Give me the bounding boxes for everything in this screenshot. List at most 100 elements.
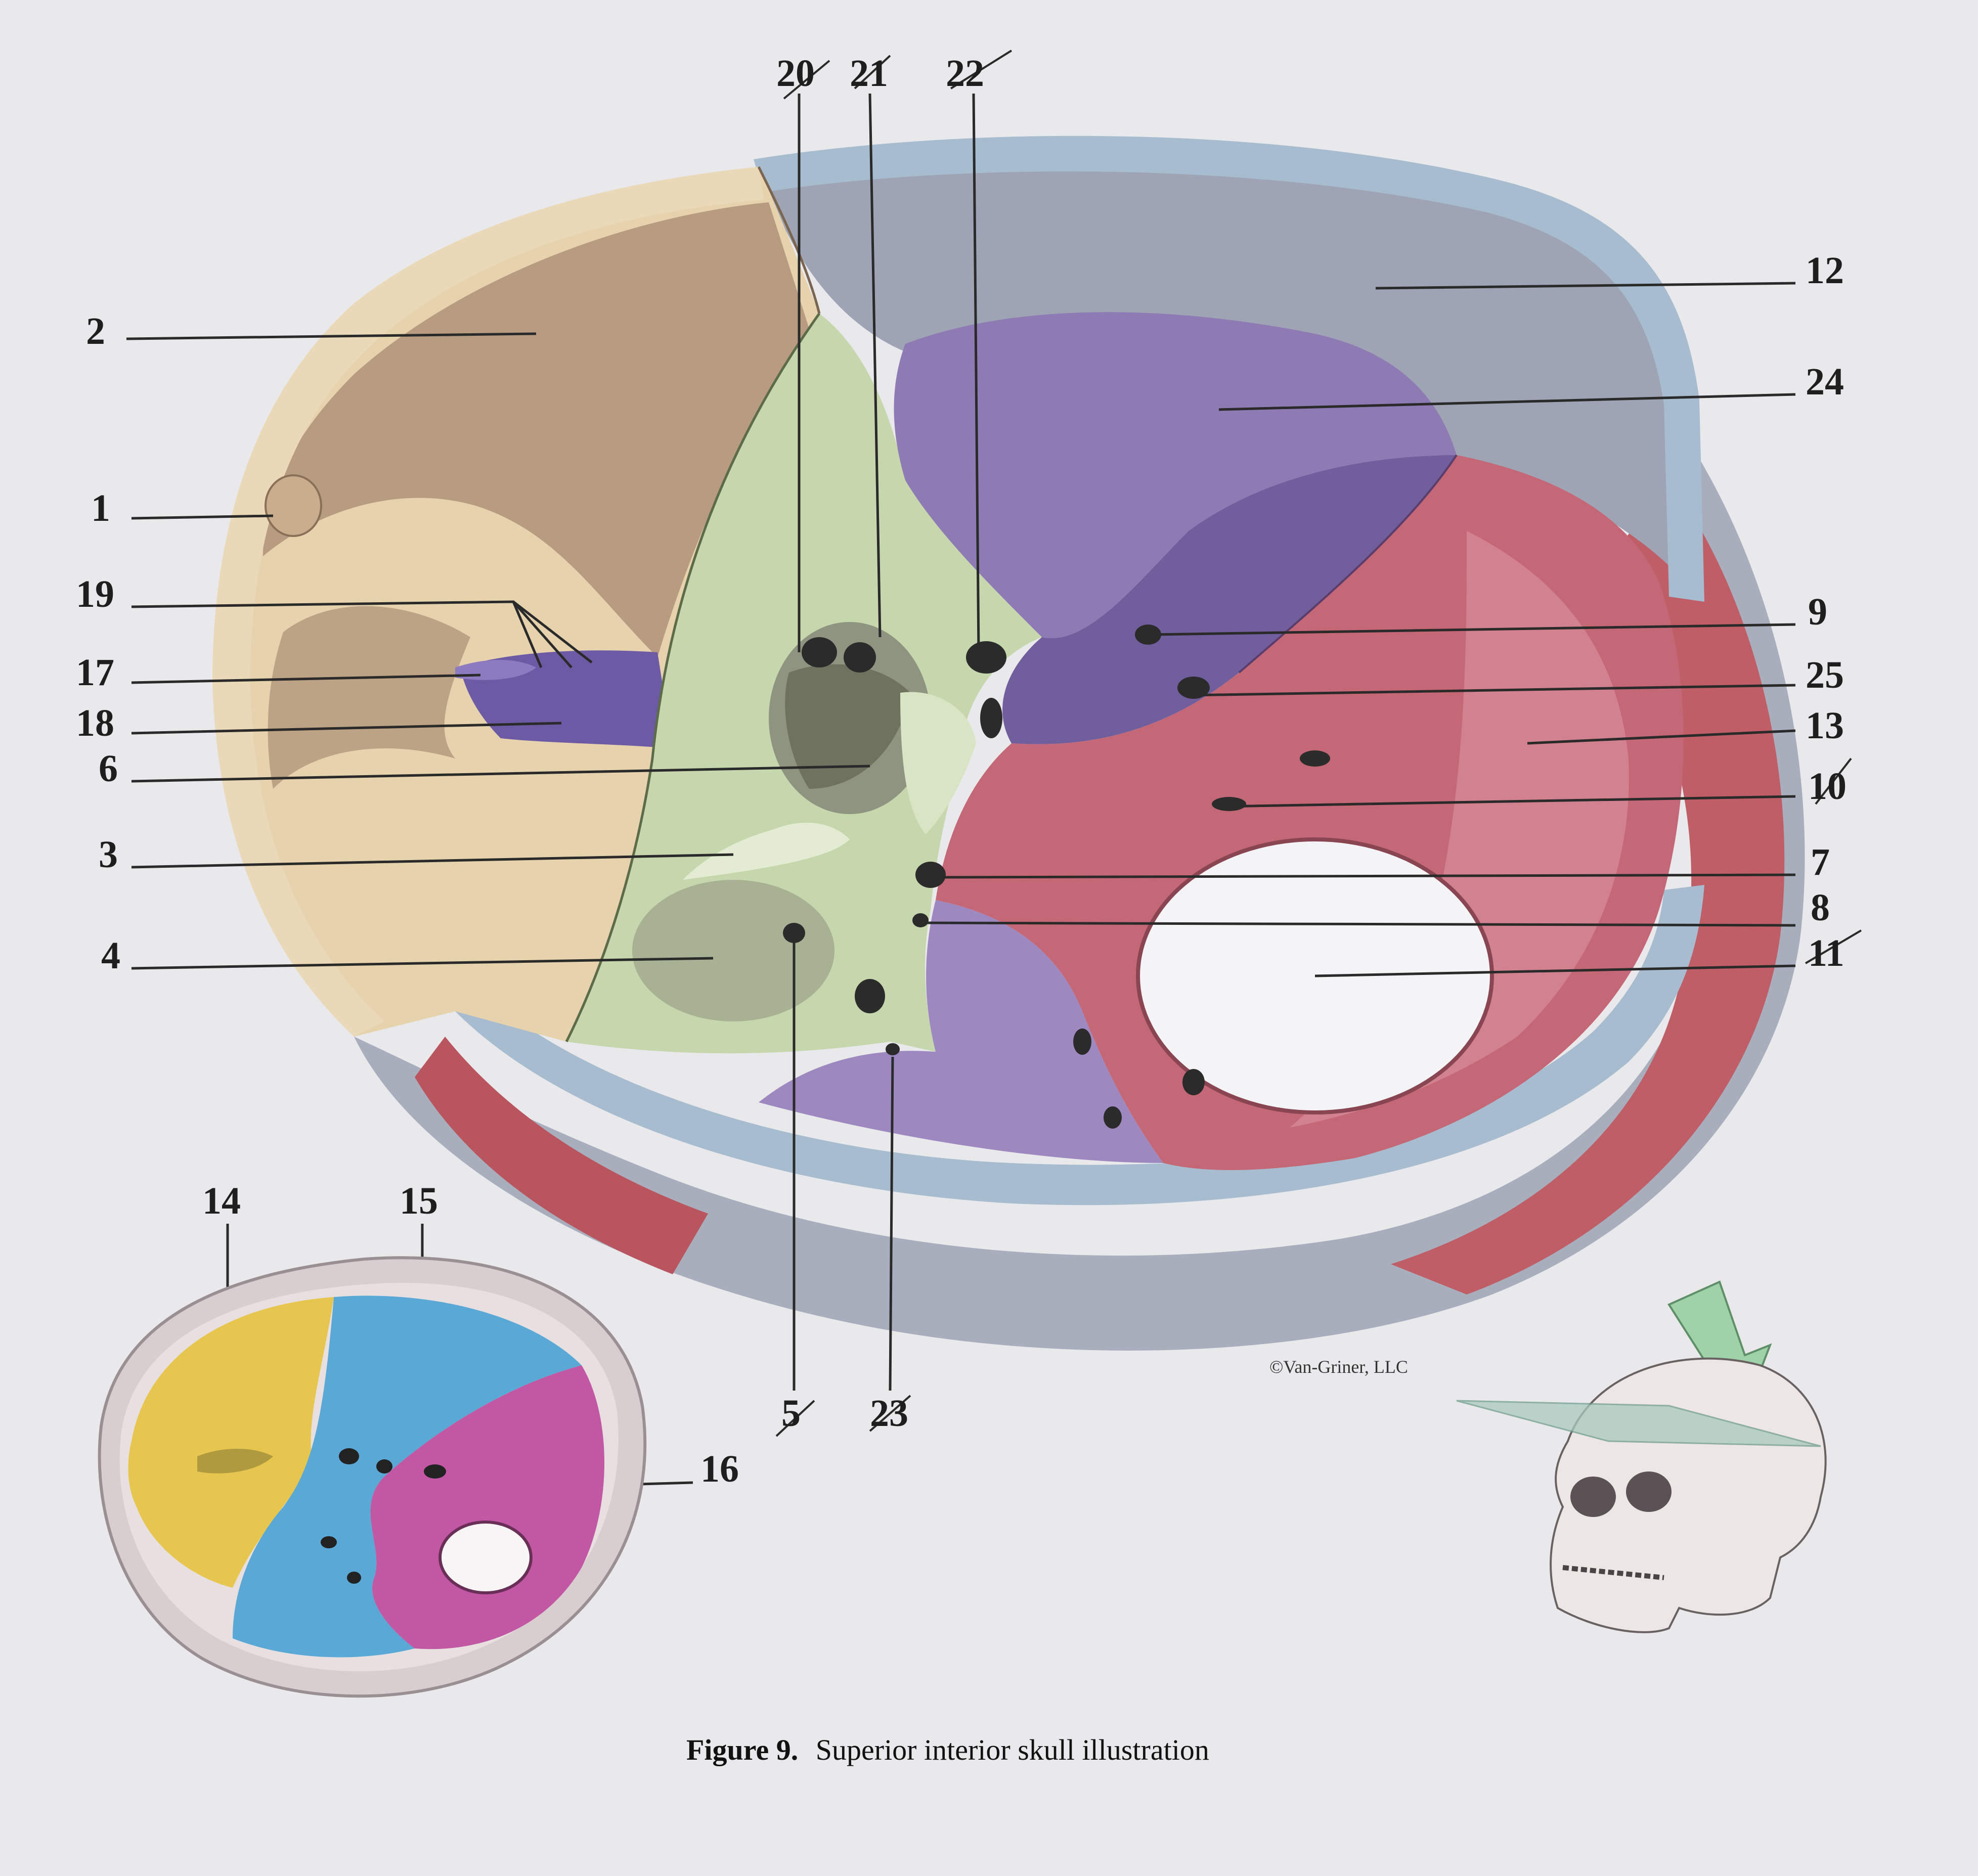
- leader-17: [131, 674, 481, 684]
- orientation-indicator: [1456, 1280, 1827, 1633]
- label-13: 13: [1806, 704, 1844, 747]
- check-21: [854, 55, 891, 90]
- lambdoid-suture: [1238, 454, 1458, 674]
- leader-1: [131, 514, 274, 520]
- lesser-wing: [683, 822, 850, 880]
- label-19: 19: [76, 573, 114, 615]
- jugular-foramen: [915, 862, 946, 888]
- leader-22: [972, 93, 980, 653]
- foramen-rotundum: [966, 641, 1006, 674]
- temporal-exterior-left: [415, 1037, 708, 1274]
- leader-18: [131, 722, 562, 735]
- figure-caption-prefix: Figure 9.: [686, 1733, 798, 1766]
- main-skull-illustration: [212, 136, 1805, 1351]
- check-23: [869, 1395, 911, 1432]
- leader-4: [131, 957, 714, 970]
- inset-foramen-magnum: [438, 1521, 533, 1594]
- label-9: 9: [1808, 591, 1827, 633]
- label-2: 2: [86, 310, 105, 352]
- leader-13: [1527, 729, 1796, 745]
- check-20: [783, 60, 830, 100]
- copyright-note: ©Van-Griner, LLC: [1269, 1357, 1408, 1377]
- orientation-eye-left-icon: [1570, 1477, 1616, 1517]
- dorsum-sellae: [900, 692, 976, 834]
- leader-10: [1218, 795, 1796, 808]
- label-12: 12: [1806, 249, 1844, 292]
- leader-11: [1314, 964, 1796, 977]
- foramen-ovale: [980, 698, 1002, 738]
- check-11: [1805, 929, 1862, 964]
- leader-21: [868, 93, 882, 638]
- label-25: 25: [1806, 654, 1844, 696]
- stylomastoid-foramen: [886, 1043, 900, 1055]
- mastoid-foramen: [1177, 677, 1210, 699]
- foramen-lacerum: [912, 913, 929, 927]
- label-8: 8: [1811, 886, 1830, 929]
- number-labels: 2 1 19 17 18 6 3 4 20 21 22 5 23 12 24 9…: [76, 52, 1847, 1490]
- middle-fossa-sphenoid: [632, 880, 834, 1021]
- leader-24: [1218, 393, 1796, 411]
- label-10: 10: [1808, 765, 1847, 808]
- label-3: 3: [99, 833, 118, 876]
- label-5: 5: [781, 1392, 801, 1435]
- occipital-exterior: [1391, 480, 1785, 1294]
- label-17: 17: [76, 651, 114, 694]
- label-16: 16: [700, 1448, 739, 1490]
- posterior-cranial-fossa: [370, 1365, 604, 1649]
- frontal-fossa-shading-2: [268, 606, 470, 789]
- leader-12: [1375, 282, 1796, 290]
- leader-9: [1153, 623, 1796, 636]
- label-15: 15: [400, 1180, 438, 1222]
- label-24: 24: [1806, 361, 1844, 403]
- inset-foramen-1: [339, 1448, 359, 1464]
- leader-6: [131, 765, 870, 783]
- section-plane: [1456, 1400, 1821, 1447]
- leader-23: [889, 1056, 894, 1391]
- inset-foramen-3: [424, 1464, 446, 1479]
- label-14: 14: [202, 1180, 241, 1222]
- leader-7: [935, 873, 1796, 879]
- label-21: 21: [850, 52, 888, 95]
- label-7: 7: [1811, 841, 1830, 883]
- hypoglossal-canal: [1300, 750, 1330, 767]
- label-22: 22: [946, 52, 984, 95]
- figure-caption-text: Superior interior skull illustration: [816, 1733, 1209, 1766]
- carotid-canal: [855, 979, 885, 1013]
- occipital-shading: [1290, 531, 1629, 1128]
- label-6: 6: [99, 747, 118, 790]
- leader-19b: [512, 601, 573, 668]
- optic-foramen-2: [844, 642, 876, 673]
- orientation-teeth-icon: [1562, 1565, 1664, 1580]
- label-23: 23: [870, 1392, 908, 1435]
- label-4: 4: [101, 934, 120, 977]
- inset-foramen-5: [347, 1572, 361, 1584]
- temporal-petrous-ridge: [1002, 455, 1457, 744]
- sphenofrontal-suture: [565, 312, 821, 1043]
- foramen-spinosum: [783, 923, 805, 943]
- posterior-foramen-2: [1182, 1069, 1205, 1095]
- inset-cranial-fossae: [98, 1256, 647, 1698]
- hypophyseal-fossa: [785, 664, 910, 789]
- check-5: [775, 1400, 815, 1437]
- pen-check-marks: [775, 50, 1862, 1437]
- frontal-sinus: [265, 474, 322, 537]
- temporal-bone-lower: [759, 900, 1163, 1163]
- inset-cribriform: [197, 1449, 273, 1473]
- posterior-foramen-1: [1073, 1029, 1091, 1055]
- internal-acoustic-meatus: [1135, 624, 1161, 645]
- inset-foramen-2: [376, 1459, 392, 1473]
- inset-foramen-4: [321, 1536, 337, 1548]
- anterior-cranial-fossa: [128, 1297, 334, 1588]
- leader-25: [1188, 684, 1796, 697]
- coronal-suture: [757, 166, 821, 314]
- orientation-eye-right-icon: [1626, 1471, 1672, 1512]
- leader-3: [131, 853, 734, 869]
- condylar-canal: [1212, 797, 1246, 811]
- label-11: 11: [1808, 932, 1844, 974]
- figure-caption: Figure 9. Superior interior skull illust…: [686, 1733, 1209, 1766]
- posterior-foramen-3: [1104, 1106, 1122, 1129]
- check-22: [950, 50, 1013, 90]
- optic-foramen: [802, 637, 837, 667]
- label-18: 18: [76, 702, 114, 744]
- leader-19c: [512, 601, 593, 663]
